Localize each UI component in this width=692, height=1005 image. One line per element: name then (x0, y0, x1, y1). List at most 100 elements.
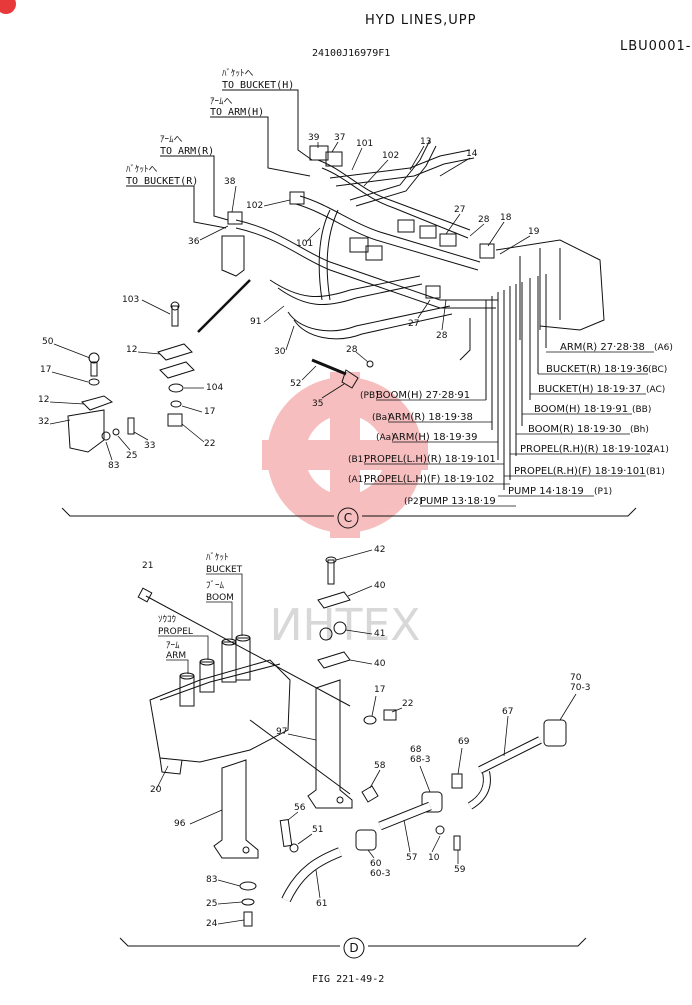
label-bucket-h-jp: ﾊﾞｹｯﾄへ (222, 68, 254, 79)
valve-labels: ﾊﾞｹｯﾄ BUCKET ﾌﾞｰﾑ BOOM ｿｳｺｳ PROPEL ｱｰﾑ A… (158, 552, 243, 661)
callout-19: 19 (528, 227, 540, 237)
line-label-propel-lh-f: (A1) PROPEL(L.H)(F) 18·19·102 (348, 474, 510, 485)
section-c-line-labels-left: (PB) BOOM(H) 27·28·91 (Ba) ARM(R) 18·19·… (348, 390, 516, 507)
callout-40: 40 (374, 659, 386, 669)
valve-bucket: BUCKET (206, 565, 243, 575)
svg-text:BOOM(H) 18·19·91: BOOM(H) 18·19·91 (534, 404, 628, 415)
svg-text:BOOM(H) 27·28·91: BOOM(H) 27·28·91 (376, 390, 470, 401)
callout-68: 68 (410, 745, 422, 755)
callout-28: 28 (436, 331, 448, 341)
callout-58: 58 (374, 761, 386, 771)
svg-text:PUMP 14·18·19: PUMP 14·18·19 (508, 486, 584, 497)
label-arm-h-jp: ｱｰﾑへ (210, 97, 233, 107)
line-label-boom-h-pb: (PB) BOOM(H) 27·28·91 (360, 390, 486, 401)
callout-20: 20 (150, 785, 162, 795)
valve-boom: BOOM (206, 593, 234, 603)
line-label-arm-r-ba: (Ba) ARM(R) 18·19·38 (372, 412, 492, 423)
line-label-propel-rh-r: PROPEL(R.H)(R) 18·19·102 (A1) (510, 444, 669, 455)
callout-10: 10 (428, 853, 440, 863)
callout-103: 103 (122, 295, 139, 305)
section-c-drawing (67, 89, 605, 490)
callout-21: 21 (142, 561, 153, 571)
corner-badge (0, 0, 16, 14)
valve-propel: PROPEL (158, 627, 193, 637)
callout-69: 69 (458, 737, 470, 747)
label-to-bucket-r: TO BUCKET(R) (126, 176, 198, 187)
svg-text:(PB): (PB) (360, 391, 379, 401)
valve-arm: ARM (166, 651, 186, 661)
callout-30: 30 (274, 347, 286, 357)
callout-96: 96 (174, 819, 186, 829)
svg-text:(Aa): (Aa) (376, 433, 395, 443)
callout-14: 14 (466, 149, 478, 159)
section-c-line-labels: ARM(R) 27·28·38 (A6) BUCKET(R) 18·19·36 … (498, 342, 673, 497)
watermark-logo (262, 372, 428, 538)
callout-38: 38 (224, 177, 236, 187)
svg-text:(P1): (P1) (594, 487, 612, 497)
callout-37: 37 (334, 133, 345, 143)
callout-61: 61 (316, 899, 327, 909)
svg-text:(A1): (A1) (650, 445, 669, 455)
valve-propel-jp: ｿｳｺｳ (158, 614, 177, 625)
svg-text:PROPEL(R.H)(F) 18·19·101: PROPEL(R.H)(F) 18·19·101 (514, 466, 646, 477)
callout-39: 39 (308, 133, 320, 143)
svg-text:(Ba): (Ba) (372, 413, 391, 423)
callout-97: 97 (276, 727, 287, 737)
valve-boom-jp: ﾌﾞｰﾑ (206, 580, 225, 591)
line-label-boom-h: BOOM(H) 18·19·91 (BB) (522, 404, 651, 415)
svg-text:(A6): (A6) (654, 343, 673, 353)
valve-arm-jp: ｱｰﾑ (166, 641, 180, 651)
ref-code: LBU0001- (620, 39, 691, 54)
callout-56: 56 (294, 803, 306, 813)
label-arm-r-jp: ｱｰﾑへ (160, 135, 183, 145)
line-label-boom-r: BOOM(R) 18·19·30 (Bh) (516, 424, 649, 435)
line-label-propel-rh-f: PROPEL(R.H)(F) 18·19·101 (B1) (504, 466, 665, 477)
callout-60: 60 (370, 859, 382, 869)
svg-text:(B1): (B1) (646, 467, 665, 477)
callout-28: 28 (478, 215, 490, 225)
valve-bucket-jp: ﾊﾞｹｯﾄ (206, 552, 229, 563)
callout-27: 27 (408, 319, 419, 329)
callout-101: 101 (296, 239, 313, 249)
callout-50: 50 (42, 337, 54, 347)
line-label-arm-h-aa: (Aa) ARM(H) 18·19·39 (376, 432, 498, 443)
callout-25: 25 (206, 899, 217, 909)
callout-12: 12 (38, 395, 49, 405)
callout-28: 28 (346, 345, 358, 355)
section-c-marker: C (344, 511, 352, 525)
callout-102: 102 (382, 151, 399, 161)
svg-text:PROPEL(R.H)(R) 18·19·102: PROPEL(R.H)(R) 18·19·102 (520, 444, 653, 455)
callout-17: 17 (374, 685, 385, 695)
valve-label-leaders (158, 573, 243, 674)
callout-59: 59 (454, 865, 466, 875)
callout-17: 17 (40, 365, 51, 375)
line-label-bucket-h: BUCKET(H) 18·19·37 (AC) (530, 384, 665, 395)
svg-text:(A1): (A1) (348, 475, 367, 485)
callout-102: 102 (246, 201, 263, 211)
section-c-callouts: 39 37 101 102 13 14 38 102 36 101 27 28 … (38, 133, 540, 471)
callout-52: 52 (290, 379, 301, 389)
section-c-leaders (49, 141, 531, 461)
callout-22: 22 (402, 699, 413, 709)
callout-41: 41 (374, 629, 385, 639)
svg-text:ARM(R) 18·19·38: ARM(R) 18·19·38 (388, 412, 473, 423)
label-to-arm-r: TO ARM(R) (160, 146, 214, 157)
svg-text:(BC): (BC) (648, 365, 667, 375)
line-label-pump-p2: (P2) PUMP 13·18·19 (404, 496, 516, 507)
callout-83: 83 (108, 461, 119, 471)
svg-text:(P2): (P2) (404, 497, 422, 507)
svg-text:(AC): (AC) (646, 385, 665, 395)
callout-17: 17 (204, 407, 215, 417)
callout-36: 36 (188, 237, 200, 247)
callout-24: 24 (206, 919, 218, 929)
callout-51: 51 (312, 825, 323, 835)
callout-40: 40 (374, 581, 386, 591)
callout-83: 83 (206, 875, 217, 885)
label-to-bucket-h: TO BUCKET(H) (222, 80, 294, 91)
callout-60-3: 60-3 (370, 869, 390, 879)
section-d-drawing (137, 556, 567, 927)
callout-18: 18 (500, 213, 512, 223)
svg-text:PROPEL(L.H)(R) 18·19·101: PROPEL(L.H)(R) 18·19·101 (364, 454, 496, 465)
line-label-pump-p1: PUMP 14·18·19 (P1) (498, 486, 612, 497)
